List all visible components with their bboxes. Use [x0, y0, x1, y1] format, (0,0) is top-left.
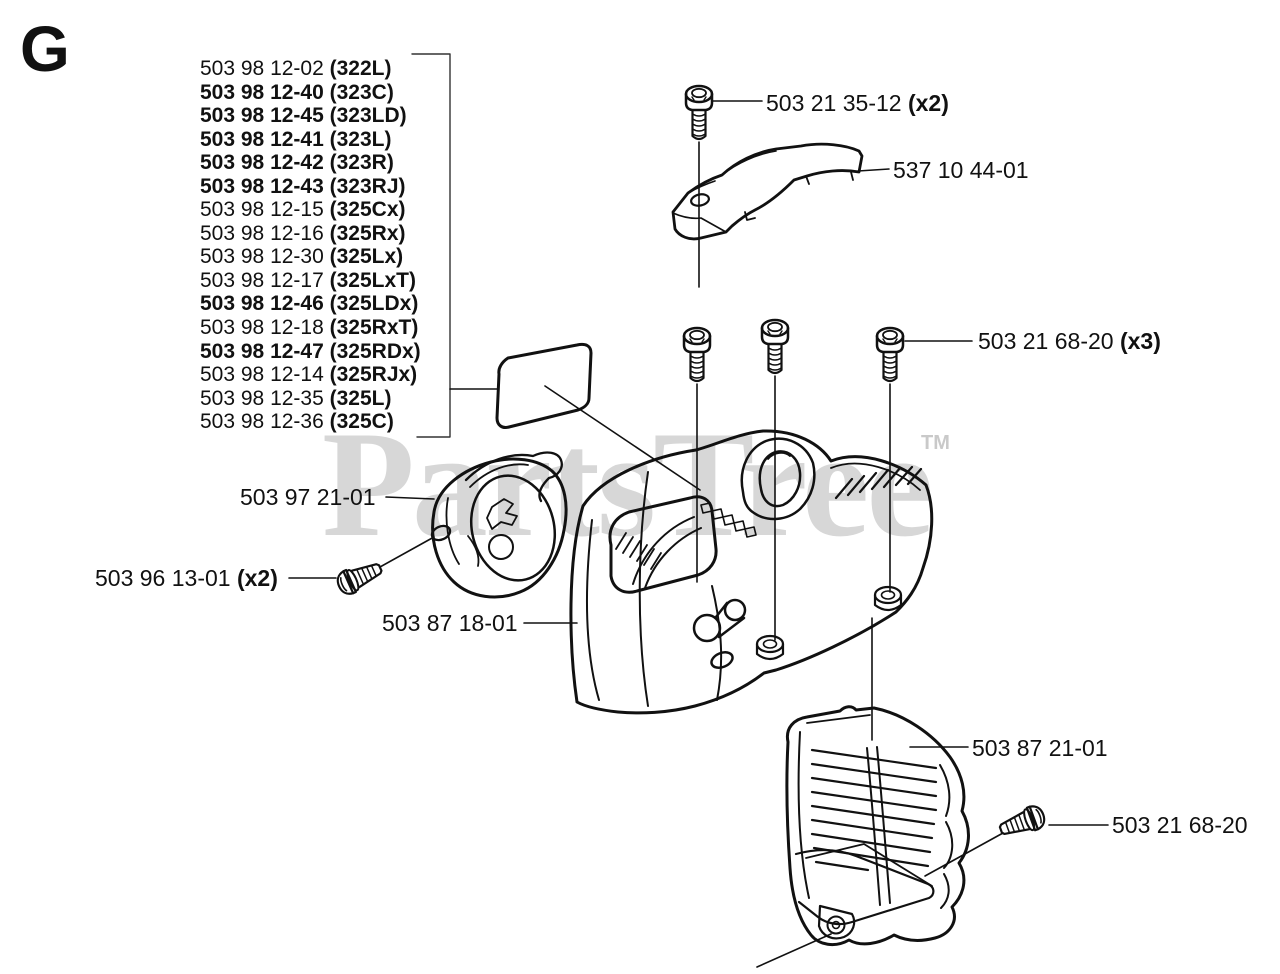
parts-list-item: 503 98 12-45 (323LD) [200, 104, 407, 128]
callout-bracket: 537 10 44-01 [893, 157, 1029, 183]
parts-list-item: 503 98 12-16 (325Rx) [200, 221, 406, 245]
parts-list-item: 503 98 12-17 (325LxT) [200, 268, 416, 292]
guard-screw-drawing [995, 802, 1049, 843]
model-parts-list: 503 98 12-02 (322L) 503 98 12-40 (323C) … [200, 57, 421, 434]
parts-list-item: 503 98 12-40 (323C) [200, 80, 394, 104]
callout-clamp: 503 97 21-01 [240, 484, 376, 510]
parts-list-item: 503 98 12-36 (325C) [200, 410, 394, 434]
callout-guard-screw: 503 21 68-20 [1112, 812, 1248, 838]
parts-list-item: 503 98 12-30 (325Lx) [200, 245, 404, 269]
parts-list-item: 503 98 12-47 (325RDx) [200, 339, 421, 363]
parts-list-item: 503 98 12-46 (325LDx) [200, 292, 419, 316]
trademark-symbol: TM [921, 432, 950, 454]
top-screw-drawing [684, 84, 714, 141]
callout-guard: 503 87 21-01 [972, 735, 1108, 761]
clamp-screw-drawing [333, 555, 387, 599]
partstree-watermark: PartsTree [322, 400, 934, 568]
parts-list-item: 503 98 12-43 (323RJ) [200, 174, 406, 198]
callout-cylinder-cover: 503 87 18-01 [382, 610, 518, 636]
callout-cover-screws: 503 21 68-20 (x3) [978, 328, 1161, 354]
section-letter: G [20, 13, 70, 85]
parts-list-item: 503 98 12-42 (323R) [200, 151, 394, 175]
parts-list-item: 503 98 12-15 (325Cx) [200, 198, 406, 222]
guard-part-drawing [785, 705, 970, 947]
bracket-part-drawing [671, 142, 864, 241]
cylinder-cover-drawing [569, 429, 934, 715]
callout-clamp-screw: 503 96 13-01 (x2) [95, 565, 278, 591]
parts-list-item: 503 98 12-14 (325RJx) [200, 363, 418, 387]
parts-list-item: 503 98 12-35 (325L) [200, 386, 392, 410]
callout-top-screw: 503 21 35-12 (x2) [766, 90, 949, 116]
parts-list-item: 503 98 12-18 (325RxT) [200, 316, 419, 340]
clamp-part-drawing [430, 451, 568, 599]
parts-list-item: 503 98 12-41 (323L) [200, 127, 392, 151]
leader-lines [288, 100, 1109, 968]
cover-screws-drawing [682, 318, 905, 383]
parts-list-bracket [411, 53, 451, 438]
decal-part-drawing [495, 342, 593, 429]
parts-list-item: 503 98 12-02 (322L) [200, 57, 392, 80]
